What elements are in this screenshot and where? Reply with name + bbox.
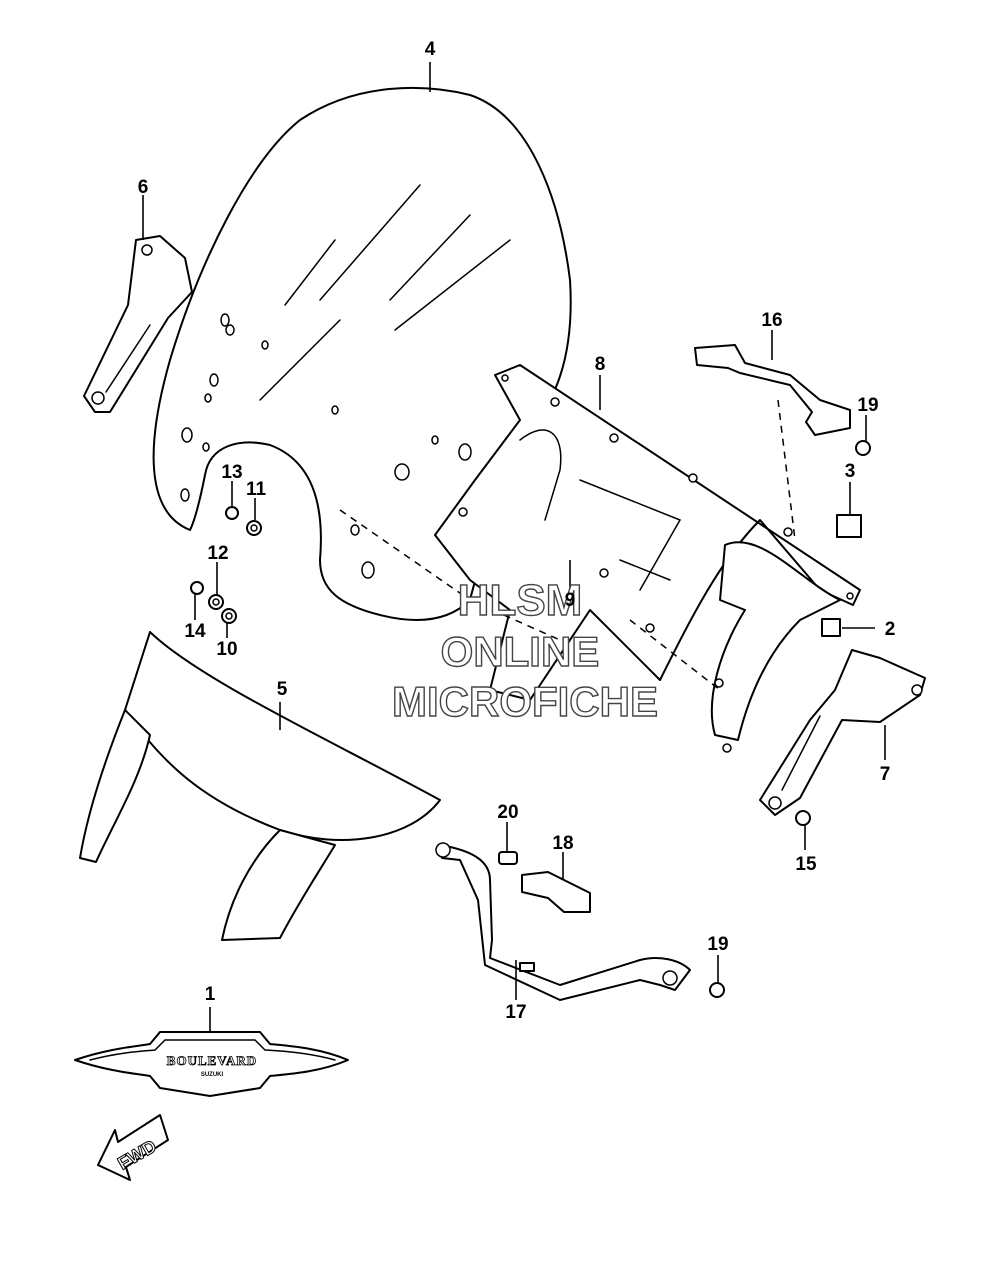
cushion-pad xyxy=(836,514,862,538)
left-bracket xyxy=(83,235,193,413)
bolt-19b xyxy=(709,982,725,998)
bolt-19a xyxy=(855,440,871,456)
callout-11: 11 xyxy=(246,479,267,500)
callout-20: 20 xyxy=(497,802,518,823)
bolt-14 xyxy=(190,581,204,595)
lower-panel xyxy=(710,541,841,753)
watermark-line2: ONLINE xyxy=(441,628,600,675)
callout-7: 7 xyxy=(880,764,891,785)
screw-15 xyxy=(795,810,811,826)
watermark-line1: HLSM xyxy=(458,576,583,625)
fwd-arrow-icon: FWD xyxy=(97,1114,169,1181)
assembly-line-a xyxy=(339,509,561,641)
callout-10: 10 xyxy=(216,639,237,660)
callout-13: 13 xyxy=(221,462,242,483)
plate-bracket xyxy=(521,871,591,913)
callout-3: 3 xyxy=(845,461,856,482)
watermark-line3: MICROFICHE xyxy=(392,678,658,725)
callout-12: 12 xyxy=(207,543,228,564)
windshield xyxy=(152,87,572,621)
cushion-small xyxy=(821,618,841,637)
right-bracket xyxy=(759,649,926,816)
callout-8: 8 xyxy=(595,354,606,375)
bolt-13 xyxy=(225,506,239,520)
callout-2: 2 xyxy=(885,619,896,640)
watermark: HLSM ONLINE MICROFICHE xyxy=(391,575,658,725)
callout-16: 16 xyxy=(761,310,782,331)
bolt-20 xyxy=(498,851,518,865)
grommet-10 xyxy=(221,608,237,624)
callout-19b: 19 xyxy=(707,934,728,955)
callout-1: 1 xyxy=(205,984,216,1005)
washer-11 xyxy=(246,520,262,536)
callout-9: 9 xyxy=(565,590,576,611)
mounting-bar xyxy=(435,842,691,1001)
assembly-line-b xyxy=(629,619,721,691)
stay-bracket xyxy=(694,344,851,436)
washer-12 xyxy=(208,594,224,610)
center-bracket xyxy=(434,364,861,701)
assembly-line-c xyxy=(777,399,796,541)
callout-19a: 19 xyxy=(857,395,878,416)
emblem-brand-text: BOULEVARD xyxy=(167,1053,257,1068)
lower-cowl xyxy=(79,631,441,941)
callout-14: 14 xyxy=(184,621,206,642)
callout-17: 17 xyxy=(505,1002,526,1023)
callout-4: 4 xyxy=(425,39,436,60)
callout-18: 18 xyxy=(552,833,573,854)
boulevard-emblem: BOULEVARD SUZUKI xyxy=(74,1031,349,1097)
callout-5: 5 xyxy=(277,679,288,700)
callout-6: 6 xyxy=(138,177,149,198)
callout-15: 15 xyxy=(795,854,817,875)
emblem-sub-text: SUZUKI xyxy=(201,1072,224,1078)
